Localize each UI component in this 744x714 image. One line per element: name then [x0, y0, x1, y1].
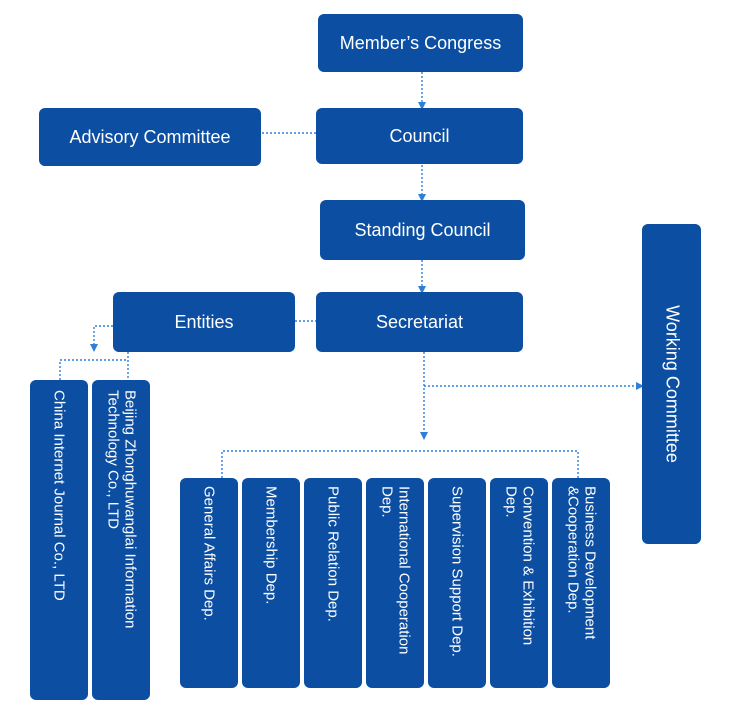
working-committee-box: Working Committee [642, 224, 701, 544]
department-box: General Affairs Dep. [180, 478, 238, 688]
entities-box: Entities [113, 292, 295, 352]
entity-unit-label: Beijing Zhonghuwanglai Information Techn… [104, 390, 139, 629]
working-committee-label: Working Committee [661, 305, 682, 463]
entity-unit-box: China Internet Journal Co., LTD [30, 380, 88, 700]
members-congress-box: Member’s Congress [318, 14, 523, 72]
department-box: Public Relation Dep. [304, 478, 362, 688]
department-box: International Cooperation Dep. [366, 478, 424, 688]
department-box: Convention & Exhibition Dep. [490, 478, 548, 688]
connector-entities-left [90, 325, 113, 352]
connector-entities-bracket [59, 359, 129, 380]
advisory-committee-box: Advisory Committee [39, 108, 261, 166]
department-box: Membership Dep. [242, 478, 300, 688]
entity-unit-label: China Internet Journal Co., LTD [50, 390, 68, 601]
department-label: General Affairs Dep. [200, 486, 218, 621]
department-label: Membership Dep. [262, 486, 280, 605]
department-box: Supervision Support Dep. [428, 478, 486, 688]
secretariat-box: Secretariat [316, 292, 523, 352]
connector-departments-bracket [221, 450, 579, 478]
department-label: International Cooperation Dep. [378, 486, 413, 655]
department-label: Public Relation Dep. [324, 486, 342, 622]
department-label: Supervision Support Dep. [448, 486, 466, 657]
standing-council-box: Standing Council [320, 200, 525, 260]
department-box: Business Development &Cooperation Dep. [552, 478, 610, 688]
department-label: Business Development &Cooperation Dep. [564, 486, 599, 640]
department-label: Convention & Exhibition Dep. [502, 486, 537, 646]
council-box: Council [316, 108, 523, 164]
entity-unit-box: Beijing Zhonghuwanglai Information Techn… [92, 380, 150, 700]
